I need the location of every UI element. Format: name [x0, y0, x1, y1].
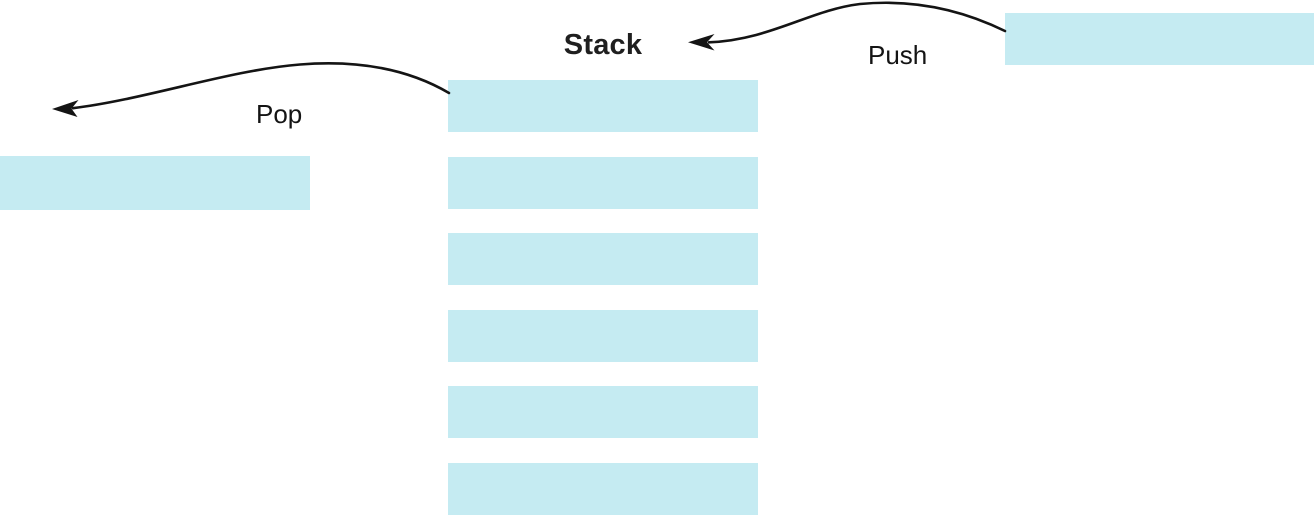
pushed-item-box [1005, 13, 1314, 65]
push-label: Push [868, 40, 928, 70]
stack-title: Stack [563, 29, 643, 61]
stack-item [448, 309, 758, 362]
pop-label: Pop [256, 99, 303, 129]
popped-item-box [0, 156, 310, 210]
stack-item [448, 233, 758, 286]
stack-item [448, 462, 758, 515]
stack-item [448, 156, 758, 209]
stack-item [448, 386, 758, 439]
stack-item [448, 80, 758, 132]
stack-items [448, 80, 758, 515]
pop-arrow-icon [52, 62, 451, 117]
